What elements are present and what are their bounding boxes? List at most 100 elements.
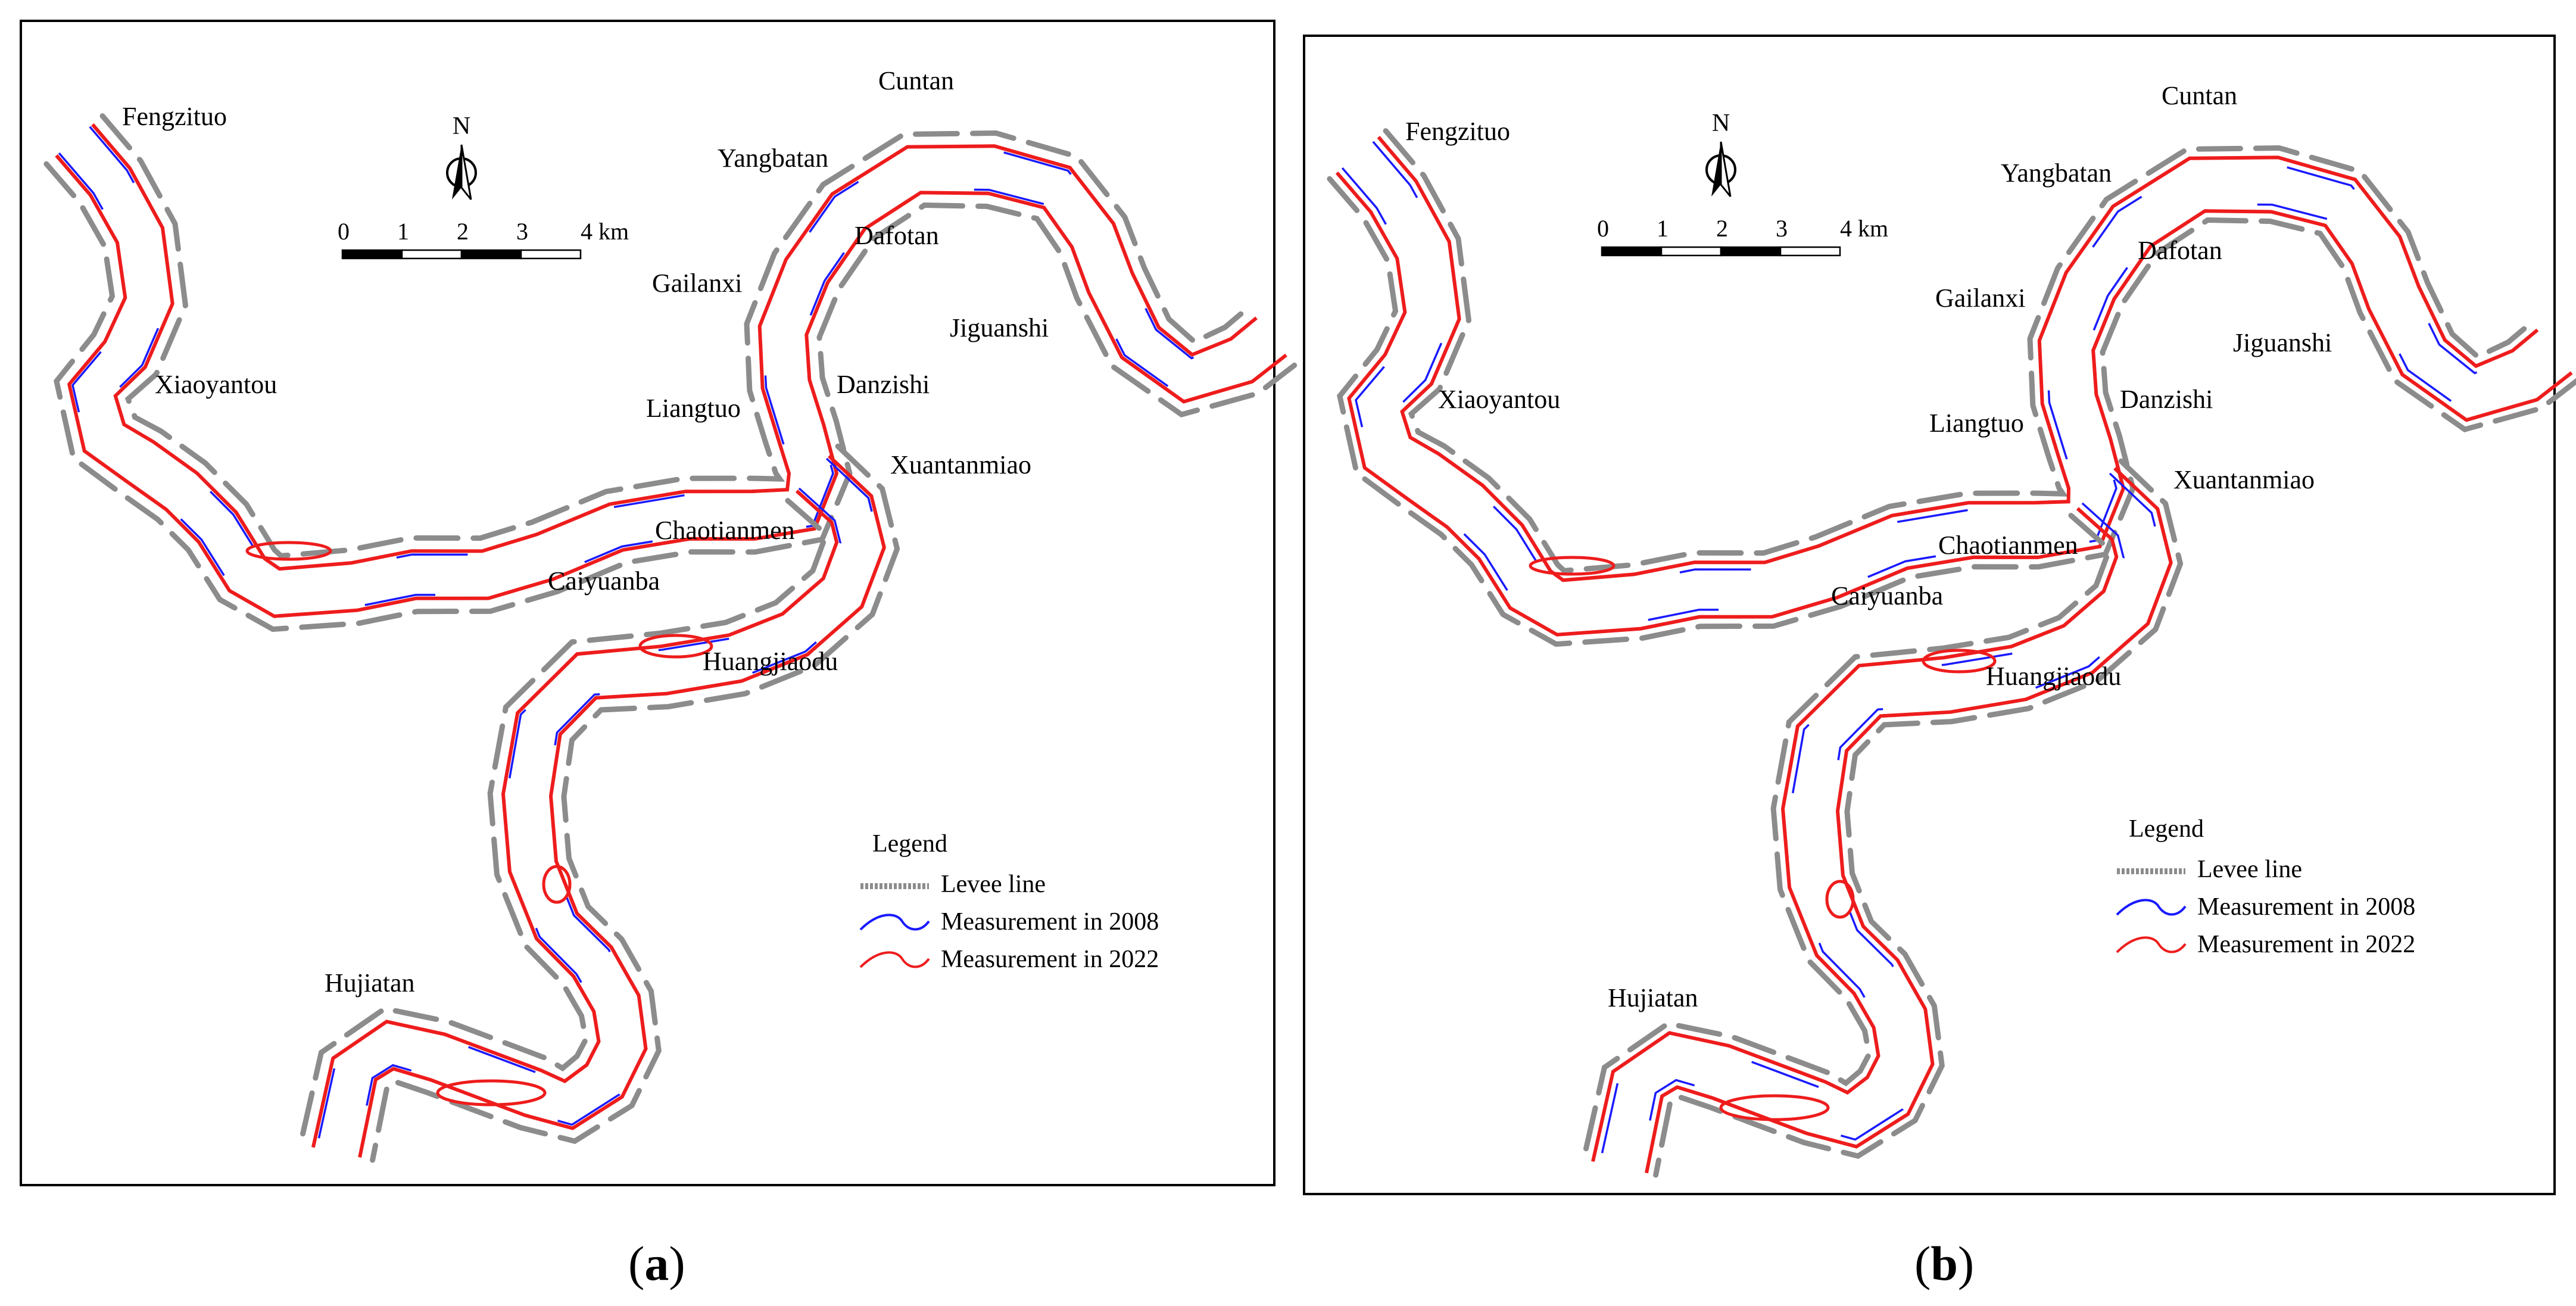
scale-label-2: 2 [1716,215,1728,242]
measurement-2008-1-0 [1638,472,2165,1172]
scale-bar-segment-3 [1779,246,1841,257]
measurement-2022-0-1 [1335,171,2573,637]
scale-label-3: 3 [1776,215,1788,242]
map-panel-b: FengzituoCuntanYangbatanDafotanGailanxiJ… [1303,35,2576,1195]
place-label-huangjiaodu: Huangjiaodu [1986,662,2121,691]
levee-line-1-1 [297,498,827,1148]
north-arrow-half-open [460,144,472,200]
measurement-2008-1-0 [355,457,882,1157]
north-label: N [1712,110,1730,137]
place-label-yangbatan: Yangbatan [2001,158,2112,188]
legend-item-label-0: Levee line [2197,856,2302,883]
measurement-2008-1-1 [1599,502,2125,1164]
place-label-liangtuo: Liangtuo [646,394,741,423]
place-label-xiaoyantou: Xiaoyantou [155,370,277,399]
caption-a-open: ( [628,1236,645,1291]
legend-item-label-2: Measurement in 2022 [941,946,1159,973]
legend-item-label-2: Measurement in 2022 [2197,931,2415,958]
measurement-2022-1-0 [1645,467,2173,1174]
legend-item-label-1: Measurement in 2008 [941,908,1159,936]
caption-b-letter: b [1931,1236,1958,1291]
place-label-huangjiaodu: Huangjiaodu [703,647,838,676]
place-label-yangbatan: Yangbatan [718,144,828,173]
north-label: N [453,113,470,140]
map-panel-a: Fengzituo CuntanYangbatanDafotanGailanxiJ… [20,20,1298,1186]
scale-bar-segment-0 [341,249,403,260]
legend-title: Legend [2129,815,2204,843]
scale-label-1: 1 [397,218,409,245]
legend-swatch-2 [2116,936,2187,953]
scale-bar-segment-1 [1660,246,1722,257]
scale-label-0: 0 [338,218,350,245]
place-label-caiyuanba: Caiyuanba [548,566,660,596]
levee-line-0-0 [1383,128,2534,574]
sandbar-outline-1 [1719,1094,1830,1121]
place-label-fengzituo: Fengzituo [122,102,227,131]
scale-label-3: 3 [516,218,528,245]
legend-item-label-0: Levee line [941,871,1046,898]
north-arrow-half-filled [452,145,461,200]
scale-label-4: 4 km [581,218,629,245]
legend-swatch-1 [2116,899,2187,916]
scale-bar-segment-1 [401,249,463,260]
place-label-fengzituo: Fengzituo [1405,117,1510,146]
scale-bar-segment-3 [520,249,582,260]
caption-b-close: ) [1957,1236,1975,1291]
caption-a-letter: a [644,1236,669,1291]
measurement-2022-1-1 [1591,507,2119,1162]
levee-line-0-0 [99,113,1251,559]
place-label-danzishi: Danzishi [2120,385,2213,414]
place-label-chaotianmen: Chaotianmen [655,516,795,545]
river-map [43,113,1298,1163]
north-arrow-icon: N [1705,110,1736,197]
scale-label-0: 0 [1597,215,1609,242]
sandbar-outline-2 [542,865,572,904]
place-label-danzishi: Danzishi [837,370,930,399]
place-label-chaotianmen: Chaotianmen [1938,531,2078,560]
scale-bar-segment-0 [1601,246,1663,257]
north-arrow-half-filled [1711,142,1721,197]
place-label-dafotan: Dafotan [2138,236,2222,265]
legend-swatch-1 [859,914,930,931]
place-label-xuantanmiao: Xuantanmiao [2173,465,2315,494]
place-label-xuantanmiao: Xuantanmiao [890,450,1031,479]
river-map [1327,128,2576,1178]
map-frame [1303,35,2556,1195]
sandbar-outline-1 [436,1079,547,1106]
measurement-2022-0-1 [55,154,1287,618]
sandbar-outline-0 [1922,649,1997,674]
place-label-cuntan: Cuntan [2162,81,2237,110]
scale-bar-segment-2 [1720,246,1782,257]
place-label-dafotan: Dafotan [854,221,939,250]
measurement-2022-0-0 [1377,136,2539,582]
legend-title: Legend [872,830,947,858]
levee-line-0-1 [1327,176,2576,647]
legend-swatch-2 [859,951,930,968]
north-arrow-icon: N [446,113,477,200]
place-label-jiguanshi: Jiguanshi [2233,328,2332,357]
place-label-gailanxi: Gailanxi [652,269,743,298]
place-label-cuntan: Cuntan [878,66,954,95]
scale-label-1: 1 [1657,215,1669,242]
sandbar-outline-3 [245,541,332,561]
levee-line-1-0 [370,443,900,1163]
levee-line-1-0 [1653,458,2184,1178]
map-frame [20,20,1275,1186]
measurement-2022-0-0 [91,123,1258,571]
measurement-2008-1-1 [316,487,842,1149]
place-label-liangtuo: Liangtuo [1929,409,2024,438]
place-label-jiguanshi: Jiguanshi [950,313,1049,342]
sandbar-outline-2 [1825,880,1855,919]
place-label-hujiatan: Hujiatan [1608,983,1698,1012]
place-label-hujiatan: Hujiatan [325,968,415,998]
levee-line-1-1 [1580,513,2110,1162]
north-arrow-half-open [1720,141,1732,197]
sandbar-outline-0 [638,634,713,659]
measurement-2022-1-1 [311,490,839,1148]
caption-b: (b) [1914,1236,1974,1292]
